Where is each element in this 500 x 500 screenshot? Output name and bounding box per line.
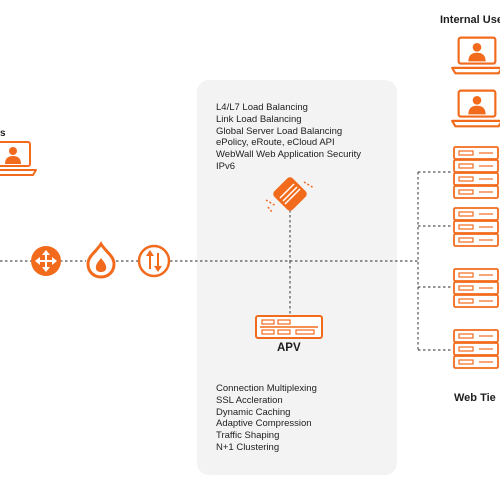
internal-user-laptop-icon: [451, 36, 500, 75]
feature-item: IPv6: [216, 160, 236, 172]
feature-item: WebWall Web Application Security: [216, 149, 362, 161]
left-user-laptop-icon: [0, 141, 37, 176]
internal-user-laptop-icon: [451, 89, 500, 128]
feature-item: Link Load Balancing: [216, 113, 302, 125]
feature-item: Dynamic Caching: [216, 406, 291, 418]
apv-label: APV: [277, 342, 301, 354]
bottom-feature-list: Connection Multiplexing SSL Accleration …: [216, 383, 317, 454]
top-feature-list: L4/L7 Load Balancing Link Load Balancing…: [216, 102, 361, 173]
feature-item: Adaptive Compression: [216, 418, 312, 430]
connector-lines: [0, 171, 452, 351]
feature-item: ePolicy, eRoute, eCloud API: [216, 137, 335, 149]
feature-item: SSL Accleration: [216, 394, 283, 406]
array-logo-icon: [265, 177, 315, 213]
left-users-label-fragment: s: [0, 128, 6, 139]
feature-item: Connection Multiplexing: [216, 383, 317, 394]
appliance-icon: [255, 315, 323, 339]
web-tier-label: Web Tie: [454, 392, 496, 404]
firewall-flame-icon: [86, 241, 116, 279]
feature-item: Traffic Shaping: [216, 430, 280, 442]
move-arrows-icon: [31, 246, 61, 276]
server-stack-icon: [453, 207, 499, 247]
server-stack-icon: [453, 329, 499, 369]
transfer-arrows-icon: [137, 244, 171, 278]
server-stack-icon: [453, 146, 499, 199]
server-stack-icon: [453, 268, 499, 308]
feature-item: L4/L7 Load Balancing: [216, 102, 308, 113]
feature-item: N+1 Clustering: [216, 441, 280, 453]
internal-users-label: Internal Use: [440, 14, 500, 26]
feature-item: Global Server Load Balancing: [216, 125, 343, 137]
feature-card: [197, 80, 397, 475]
